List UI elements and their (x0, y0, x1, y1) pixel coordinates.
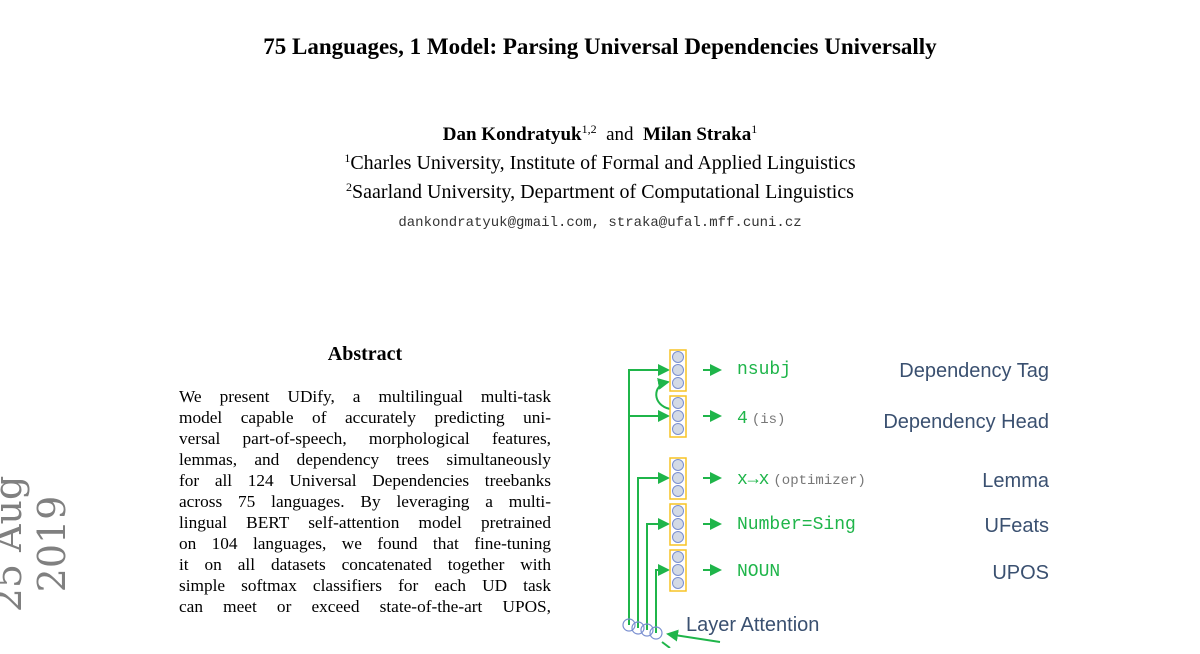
neuron-node (672, 564, 684, 576)
output-lemma: x→x (optimizer) (737, 470, 866, 490)
label-ufeats: UFeats (984, 515, 1049, 537)
abstract-line: lingual BERT self-attention model pretra… (179, 513, 551, 532)
paper-title: 75 Languages, 1 Model: Parsing Universal… (263, 34, 937, 59)
abstract-line: We present UDify, a multilingual multi-t… (179, 387, 551, 406)
neuron-node (672, 518, 684, 530)
abstract-body: We present UDify, a multilingual multi-t… (179, 386, 551, 617)
head-arrow (655, 377, 671, 410)
output-value: x→x (737, 470, 770, 490)
abstract-line: lemmas, and dependency trees simultaneou… (179, 450, 551, 469)
abstract-heading: Abstract (327, 343, 403, 365)
neuron-node (672, 364, 684, 376)
abstract-line: for all 124 Universal Dependencies treeb… (179, 471, 551, 490)
feed-arrow (628, 364, 670, 625)
abstract-line: across 75 languages. By leveraging a mul… (179, 492, 551, 511)
author-affil: 1 (751, 122, 758, 136)
affil-text: Saarland University, Department of Compu… (352, 181, 854, 203)
output-value: 4 (737, 409, 748, 429)
output-ufeats: Number=Sing (737, 515, 856, 535)
feed-arrow (646, 518, 670, 630)
neuron-node (672, 577, 684, 589)
neuron-node (672, 472, 684, 484)
abstract-line: versal part-of-speech, morphological fea… (179, 429, 551, 448)
abstract-line: can meet or exceed state-of-the-art UPOS… (179, 597, 551, 616)
output-nsubj: nsubj (737, 360, 792, 380)
emails: dankondratyuk@gmail.com, straka@ufal.mff… (398, 215, 802, 231)
author-name: Milan Straka (643, 124, 752, 145)
label-dependency-tag: Dependency Tag (899, 360, 1049, 382)
neuron-node (672, 423, 684, 435)
classifier-box (669, 395, 687, 438)
label-dependency-head: Dependency Head (883, 411, 1049, 433)
neuron-node (672, 397, 684, 409)
label-upos: UPOS (992, 562, 1049, 584)
output-head: 4 (is) (737, 409, 785, 429)
affiliation: 2Saarland University, Department of Comp… (0, 181, 1200, 204)
neuron-node (672, 505, 684, 517)
neuron-node (672, 531, 684, 543)
author-affil: 1,2 (581, 122, 597, 136)
authors: Dan Kondratyuk1,2 and Milan Straka1 (0, 122, 1200, 146)
neuron-node (672, 485, 684, 497)
affiliation: 1Charles University, Institute of Formal… (0, 152, 1200, 175)
output-upos: NOUN (737, 562, 781, 582)
affil-num: 2 (346, 180, 353, 194)
abstract-line: it on all datasets concatenated together… (179, 555, 551, 574)
classifier-box (669, 349, 687, 392)
affil-num: 1 (344, 151, 351, 165)
abstract-line: simple softmax classifiers for each UD t… (179, 576, 551, 595)
affil-text: Charles University, Institute of Formal … (350, 152, 856, 174)
author-sep: and (606, 124, 634, 145)
classifier-box (669, 549, 687, 592)
output-note: (is) (751, 412, 786, 428)
feed-arrow (655, 564, 670, 633)
feed-arrow (637, 472, 670, 628)
layer-attention-label: Layer Attention (686, 614, 820, 636)
neuron-node (672, 351, 684, 363)
layer-attention-nodes (622, 618, 663, 640)
author-name: Dan Kondratyuk (442, 124, 582, 145)
neuron-node (672, 551, 684, 563)
neuron-node (672, 410, 684, 422)
abstract-line: on 104 languages, we found that fine-tun… (179, 534, 551, 553)
neuron-node (672, 377, 684, 389)
abstract-line: model capable of accurately predicting u… (179, 408, 551, 427)
neuron-node (672, 459, 684, 471)
label-lemma: Lemma (982, 470, 1049, 492)
classifier-box (669, 503, 687, 546)
output-note: (optimizer) (773, 473, 866, 489)
classifier-box (669, 457, 687, 500)
